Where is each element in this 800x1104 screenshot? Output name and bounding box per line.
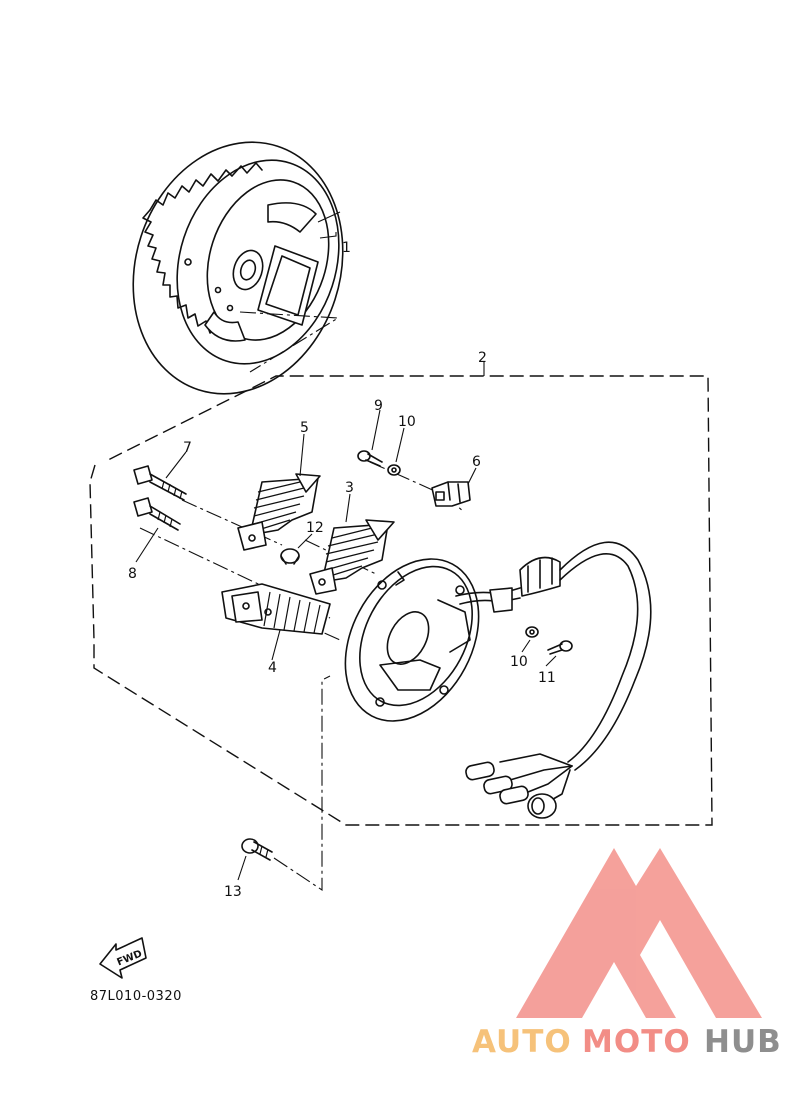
collar-12 bbox=[280, 548, 300, 565]
callout-5: 5 bbox=[300, 420, 309, 436]
pickup-coil-4 bbox=[221, 583, 331, 635]
screw-9 bbox=[357, 450, 383, 467]
washer-10-upper bbox=[387, 464, 401, 476]
bolt-8 bbox=[133, 497, 181, 531]
leader-lines bbox=[135, 409, 557, 881]
callout-4: 4 bbox=[268, 660, 277, 676]
bolt-13 bbox=[241, 675, 331, 892]
callout-1: 1 bbox=[342, 240, 351, 256]
callout-7: 7 bbox=[183, 440, 192, 456]
callout-10-upper: 10 bbox=[398, 414, 416, 430]
bolt-7 bbox=[133, 465, 187, 501]
callout-2: 2 bbox=[478, 350, 487, 366]
callout-9: 9 bbox=[374, 398, 383, 414]
part-callouts: 1 2 3 4 5 6 7 8 9 10 10 11 12 13 bbox=[128, 240, 556, 900]
flywheel-rotor bbox=[132, 141, 344, 395]
stator-assembly-outline bbox=[89, 375, 713, 826]
automotohub-logo bbox=[516, 848, 762, 1018]
callout-12: 12 bbox=[306, 520, 324, 536]
callout-11: 11 bbox=[538, 670, 556, 686]
callout-3: 3 bbox=[345, 480, 354, 496]
watermark-auto: AUTO bbox=[472, 1024, 572, 1060]
washer-10-lower bbox=[525, 626, 539, 638]
stator-base-plate bbox=[344, 558, 480, 722]
callout-10-lower: 10 bbox=[510, 654, 528, 670]
cord-clamp-6 bbox=[431, 481, 471, 507]
lighting-coil-5 bbox=[237, 473, 321, 551]
callout-13: 13 bbox=[224, 884, 242, 900]
lighting-coil-3 bbox=[309, 519, 395, 595]
callout-6: 6 bbox=[472, 454, 481, 470]
logo-mark-icon bbox=[516, 848, 762, 1018]
fwd-arrow-icon: FWD bbox=[99, 937, 147, 979]
watermark-moto: MOTO bbox=[582, 1024, 691, 1060]
drawing-code: 87L010-0320 bbox=[90, 989, 182, 1004]
watermark-hub: HUB bbox=[704, 1024, 782, 1060]
callout-8: 8 bbox=[128, 566, 137, 582]
wire-harness bbox=[455, 541, 652, 819]
screw-11 bbox=[547, 640, 573, 655]
